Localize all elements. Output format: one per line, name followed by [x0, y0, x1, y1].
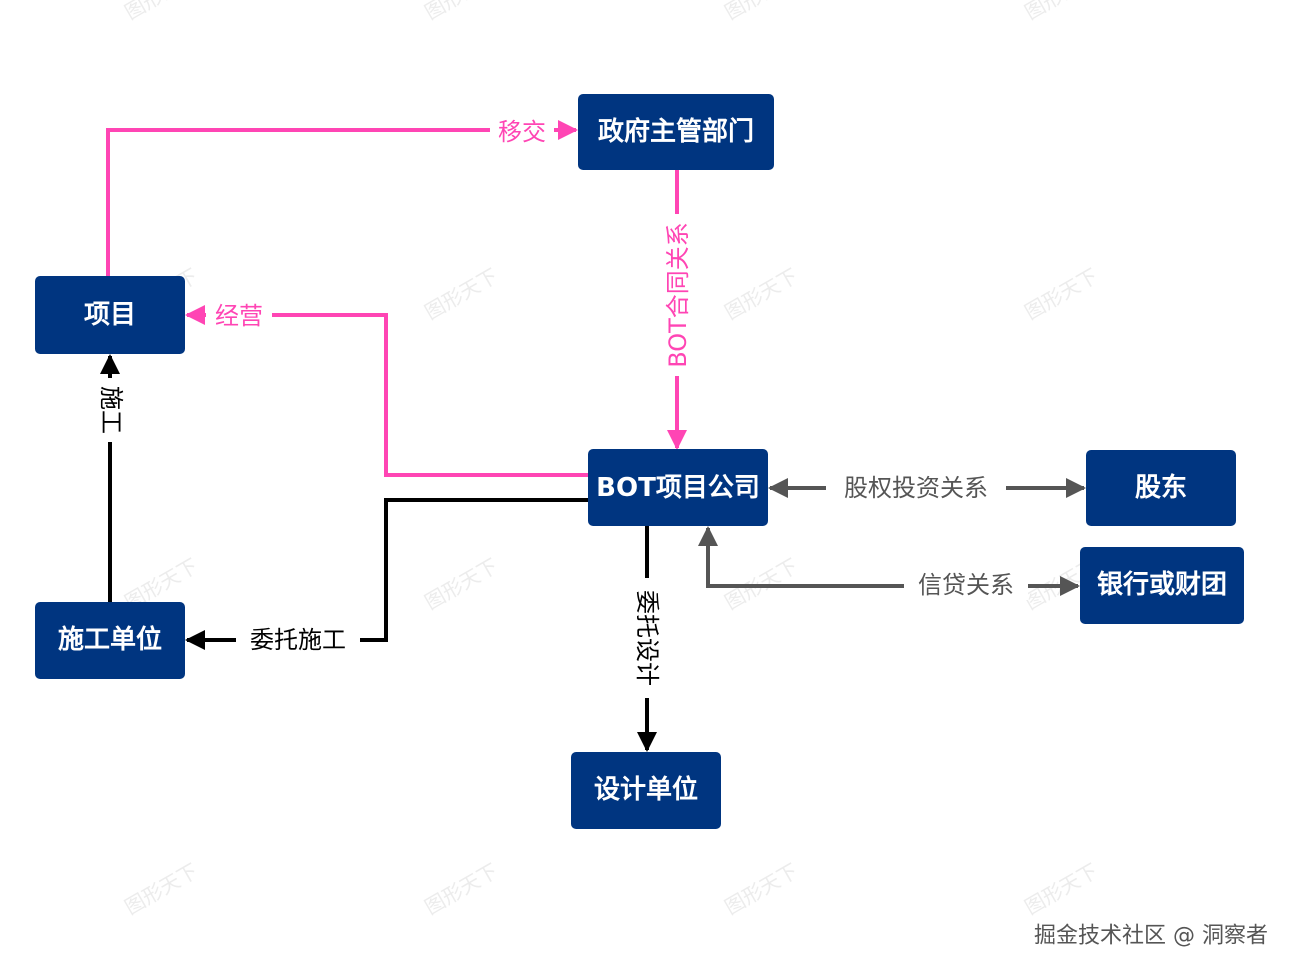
node-label-project: 项目: [84, 300, 136, 330]
node-label-bot: BOT项目公司: [596, 473, 760, 503]
node-builder: 施工单位: [35, 602, 185, 679]
watermark-text: 图形天下: [721, 0, 802, 24]
watermark-text: 图形天下: [421, 264, 502, 325]
node-project: 项目: [35, 276, 185, 354]
node-bot: BOT项目公司: [588, 449, 768, 526]
node-label-bank: 银行或财团: [1097, 569, 1227, 600]
edge-label-build: 施工: [97, 386, 125, 434]
edge-label-credit: 信贷关系: [918, 571, 1014, 599]
edge-label-equity: 股权投资关系: [844, 474, 988, 502]
edge-label-contract: BOT合同关系: [664, 222, 692, 368]
node-label-gov: 政府主管部门: [598, 116, 754, 147]
edge-label-entrust-design: 委托设计: [633, 590, 661, 686]
watermark-text: 图形天下: [1021, 0, 1102, 24]
edge-label-transfer: 移交: [498, 118, 546, 146]
node-designer: 设计单位: [571, 752, 721, 829]
watermark-text: 图形天下: [121, 0, 202, 24]
watermark-text: 图形天下: [1021, 264, 1102, 325]
watermark-text: 图形天下: [721, 264, 802, 325]
watermark-text: 图形天下: [721, 554, 802, 615]
watermark-text: 图形天下: [421, 0, 502, 24]
edge-label-layer: 移交 经营 BOT合同关系 股权投资关系 信贷关系 委托施工 施工 委托设计: [95, 116, 1028, 698]
watermark-text: 图形天下: [121, 859, 202, 920]
edge-transfer: [106, 120, 578, 276]
watermark-text: 图形天下: [421, 554, 502, 615]
node-label-designer: 设计单位: [594, 774, 698, 805]
node-shareholder: 股东: [1086, 450, 1236, 526]
node-bank: 银行或财团: [1080, 547, 1244, 624]
credit-watermark: 掘金技术社区 @ 洞察者: [1034, 924, 1268, 949]
watermark-text: 图形天下: [421, 859, 502, 920]
edge-label-operate: 经营: [215, 302, 263, 330]
edge-operate: [185, 305, 588, 477]
node-label-shareholder: 股东: [1135, 472, 1187, 503]
node-label-builder: 施工单位: [58, 624, 162, 655]
edge-label-entrust-build: 委托施工: [250, 626, 346, 654]
edge-layer: [100, 120, 1086, 752]
watermark-text: 图形天下: [721, 859, 802, 920]
node-gov: 政府主管部门: [578, 94, 774, 170]
edge-entrust-build: [185, 498, 588, 650]
watermark-text: 图形天下: [1021, 859, 1102, 920]
